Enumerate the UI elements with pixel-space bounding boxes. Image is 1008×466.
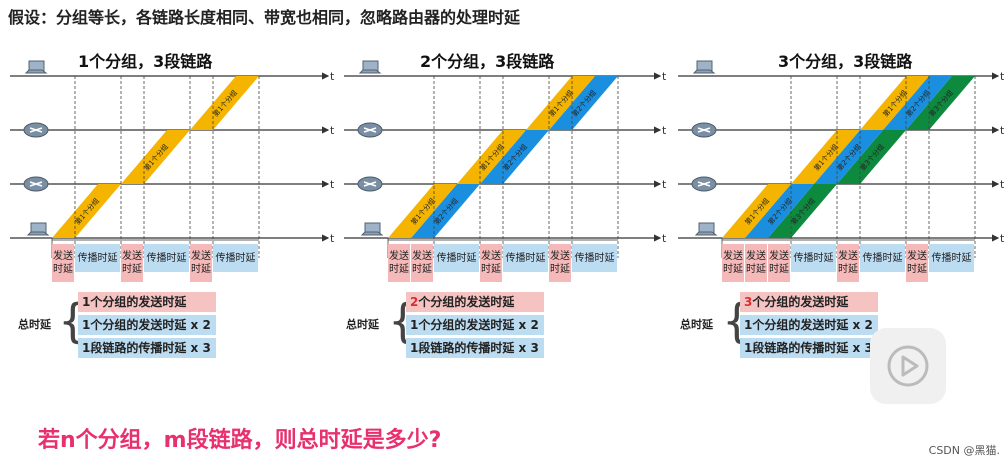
watermark: CSDN @黑猫. [928, 444, 1000, 457]
packet-1-hop-3 [860, 76, 929, 130]
pc-icon [358, 60, 382, 74]
router-icon [691, 176, 717, 192]
axis-t-label: t [1000, 124, 1005, 137]
send-delay-segment: 发送 时延 [388, 244, 410, 282]
total-1-line-1: 1个分组的发送时延 [78, 292, 216, 312]
panel-2-title: 2个分组，3段链路 [420, 52, 555, 71]
packet-3-hop-1 [768, 184, 837, 238]
packet-1-hop-2 [121, 130, 190, 184]
axis-t-label: t [1000, 232, 1005, 245]
video-play-button[interactable] [870, 328, 946, 404]
packet-1-hop-1 [722, 184, 791, 238]
axis-t-label: t [662, 178, 667, 191]
propagation-delay-segment: 传播时延 [75, 244, 120, 272]
propagation-delay-segment: 传播时延 [144, 244, 189, 272]
packet-2-hop-2 [814, 130, 883, 184]
total-delay-label-1: 总时延 [18, 318, 51, 331]
packet-3-hop-2 [837, 130, 906, 184]
router-icon [23, 122, 49, 138]
pc-icon [24, 60, 48, 74]
router-icon [691, 122, 717, 138]
axis-t-label: t [662, 70, 667, 83]
send-delay-segment: 发送 时延 [768, 244, 790, 282]
pc-icon [26, 222, 50, 236]
packet-1-hop-3 [526, 76, 595, 130]
packet-1-hop-1 [388, 184, 457, 238]
total-3-line-3: 1段链路的传播时延 x 3 [740, 338, 878, 358]
propagation-delay-segment: 传播时延 [572, 244, 617, 272]
axis-t-label: t [662, 124, 667, 137]
axis-t-label: t [330, 178, 335, 191]
question-text: 若n个分组，m段链路，则总时延是多少? [38, 428, 442, 453]
send-delay-segment: 发送 时延 [52, 244, 74, 282]
send-delay-segment: 发送 时延 [480, 244, 502, 282]
total-delay-label-2: 总时延 [346, 318, 379, 331]
axis-t-label: t [330, 232, 335, 245]
total-2-line-1: 2个分组的发送时延 [406, 292, 544, 312]
packet-1-hop-1 [52, 184, 121, 238]
send-delay-segment: 发送 时延 [121, 244, 143, 282]
send-delay-segment: 发送 时延 [745, 244, 767, 282]
total-delay-label-3: 总时延 [680, 318, 713, 331]
propagation-delay-segment: 传播时延 [791, 244, 836, 272]
pc-icon [360, 222, 384, 236]
send-delay-segment: 发送 时延 [411, 244, 433, 282]
packet-1-hop-3 [190, 76, 259, 130]
propagation-delay-segment: 传播时延 [213, 244, 258, 272]
total-2-line-3: 1段链路的传播时延 x 3 [406, 338, 544, 358]
axis-t-label: t [1000, 70, 1005, 83]
propagation-delay-segment: 传播时延 [434, 244, 479, 272]
send-delay-segment: 发送 时延 [722, 244, 744, 282]
axis-t-label: t [330, 124, 335, 137]
packet-2-hop-3 [549, 76, 618, 130]
propagation-delay-segment: 传播时延 [929, 244, 974, 272]
packet-3-hop-3 [906, 76, 975, 130]
total-2-line-2: 1个分组的发送时延 x 2 [406, 315, 544, 335]
send-delay-segment: 发送 时延 [190, 244, 212, 282]
router-icon [357, 176, 383, 192]
send-delay-segment: 发送 时延 [906, 244, 928, 282]
panel-1-title: 1个分组，3段链路 [78, 52, 213, 71]
total-1-line-3: 1段链路的传播时延 x 3 [78, 338, 216, 358]
propagation-delay-segment: 传播时延 [860, 244, 905, 272]
total-3-line-1: 3个分组的发送时延 [740, 292, 878, 312]
total-3-line-2: 1个分组的发送时延 x 2 [740, 315, 878, 335]
send-delay-segment: 发送 时延 [549, 244, 571, 282]
pc-icon [692, 60, 716, 74]
page-title: 假设：分组等长，各链路长度相同、带宽也相同，忽略路由器的处理时延 [8, 8, 521, 27]
packet-2-hop-2 [480, 130, 549, 184]
axis-t-label: t [1000, 178, 1005, 191]
pc-icon [694, 222, 718, 236]
packet-2-hop-3 [883, 76, 952, 130]
packet-2-hop-1 [745, 184, 814, 238]
send-delay-segment: 发送 时延 [837, 244, 859, 282]
propagation-delay-segment: 传播时延 [503, 244, 548, 272]
packet-1-hop-2 [457, 130, 526, 184]
router-icon [23, 176, 49, 192]
total-1-line-2: 1个分组的发送时延 x 2 [78, 315, 216, 335]
router-icon [357, 122, 383, 138]
axis-t-label: t [662, 232, 667, 245]
packet-1-hop-2 [791, 130, 860, 184]
panel-3-title: 3个分组，3段链路 [778, 52, 913, 71]
axis-t-label: t [330, 70, 335, 83]
packet-2-hop-1 [411, 184, 480, 238]
play-icon [887, 345, 929, 387]
